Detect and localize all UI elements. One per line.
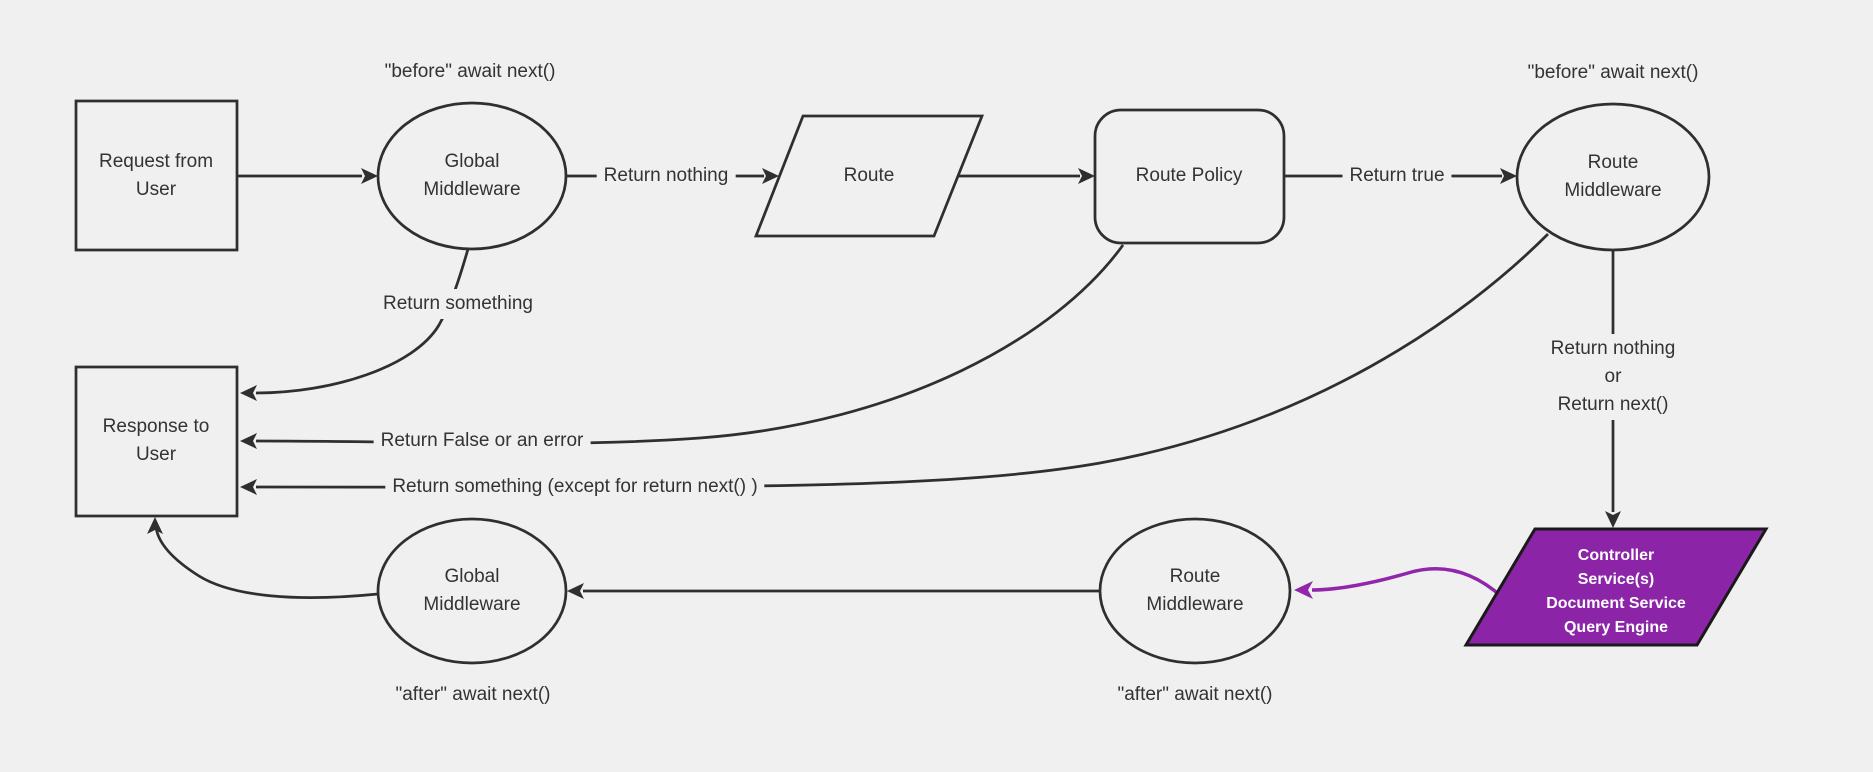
edge-global-to-response-return-something bbox=[255, 248, 470, 395]
request-from-user-shape bbox=[74, 99, 239, 252]
edge-controller-to-route-middleware-bottom bbox=[1311, 566, 1504, 599]
annotation-before-await-left: "before" await next() bbox=[384, 61, 556, 82]
response-to-user-shape bbox=[74, 365, 239, 518]
route-shape bbox=[753, 114, 985, 238]
edge-policy-to-response-return-false bbox=[255, 244, 1125, 445]
edge-label-return-something-except: Return something (except for return next… bbox=[385, 472, 765, 502]
arrowhead bbox=[1605, 511, 1621, 528]
arrowhead bbox=[361, 168, 378, 184]
edge-label-return-true: Return true bbox=[1342, 161, 1452, 191]
global-middleware-top-shape bbox=[376, 101, 568, 251]
arrowhead bbox=[1500, 168, 1517, 184]
controller-services-shape bbox=[1463, 527, 1769, 647]
annotation-after-await-left: "after" await next() bbox=[395, 684, 551, 705]
arrowhead bbox=[240, 433, 257, 449]
route-middleware-top-shape bbox=[1515, 102, 1711, 252]
edge-label-line: or bbox=[1604, 366, 1622, 387]
arrowhead bbox=[240, 479, 257, 495]
annotation-before-await-right: "before" await next() bbox=[1527, 62, 1699, 83]
edge-label-return-false-or-error: Return False or an error bbox=[373, 426, 591, 456]
arrowhead bbox=[762, 168, 779, 184]
edge-label-return-nothing: Return nothing bbox=[596, 161, 736, 191]
annotation-after-await-right: "after" await next() bbox=[1117, 684, 1273, 705]
arrowhead bbox=[567, 583, 584, 599]
global-middleware-bottom-shape bbox=[376, 517, 568, 665]
edge-label-return-something: Return something bbox=[376, 289, 540, 319]
arrowhead bbox=[240, 385, 257, 401]
arrowhead bbox=[1294, 581, 1313, 599]
arrowhead bbox=[1078, 168, 1095, 184]
route-policy-shape bbox=[1093, 108, 1286, 245]
edge-label-return-nothing-or-next: Return nothing or Return next() bbox=[1543, 334, 1683, 420]
edge-global-bottom-to-response bbox=[154, 526, 379, 599]
edge-label-line: Return nothing bbox=[1550, 338, 1676, 359]
route-middleware-bottom-shape bbox=[1098, 517, 1292, 665]
arrowhead bbox=[147, 517, 163, 534]
edge-label-line: Return next() bbox=[1557, 394, 1669, 415]
